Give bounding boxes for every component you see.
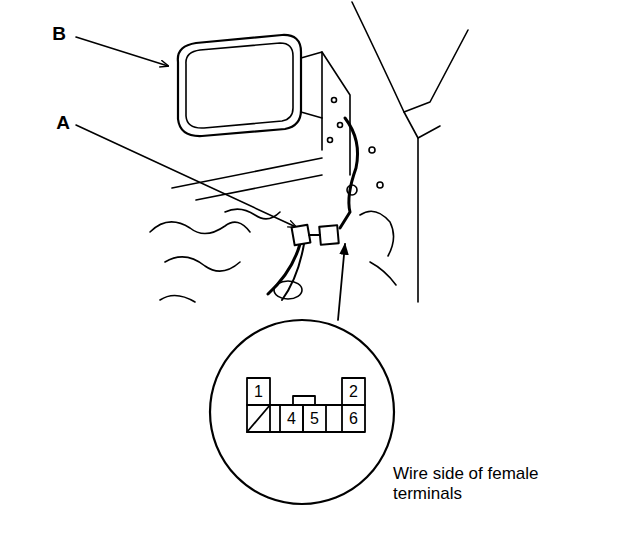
panel-contour [150, 222, 250, 234]
inset-pointer [338, 244, 345, 320]
pin-number: 1 [247, 381, 270, 402]
pin-cell [247, 378, 270, 405]
pin-number: 6 [342, 408, 365, 429]
label-holder: 2 [342, 381, 365, 402]
pin-cell [303, 405, 326, 432]
label-holder: B [44, 22, 74, 46]
panel-contour [360, 211, 394, 256]
wire-harness [340, 118, 358, 228]
label-holder: 5 [303, 408, 326, 429]
door-belt-line [196, 175, 322, 200]
part-letter: A [48, 111, 78, 135]
connector-latch [293, 396, 315, 405]
connector-male [292, 225, 311, 246]
connector-joint [309, 234, 320, 236]
mounting-hole [328, 138, 333, 143]
view-note: Wire side of female terminals [393, 464, 598, 505]
panel-contour [370, 262, 396, 285]
pin-cell [280, 405, 303, 432]
pin-number: 5 [303, 408, 326, 429]
door-belt-line [172, 158, 322, 188]
grommet [274, 281, 302, 299]
mounting-hole [369, 147, 375, 153]
label-holder: Wire side of female terminals [393, 464, 598, 505]
connector-female [319, 225, 339, 245]
wire-harness [282, 244, 304, 300]
mirror-housing [178, 35, 301, 136]
panel-contour [160, 295, 195, 302]
empty-pin-slash [247, 405, 270, 432]
mounting-hole [338, 123, 343, 128]
door-frame [352, 2, 418, 302]
panel-contour [225, 209, 280, 219]
mirror-base [301, 52, 322, 150]
pin-number: 4 [280, 408, 303, 429]
leader-line [76, 125, 296, 227]
door-panel [322, 52, 350, 175]
pin-cell [342, 378, 365, 405]
part-letter: B [44, 22, 74, 46]
label-holder: 6 [342, 408, 365, 429]
mounting-hole [332, 98, 337, 103]
mirror-glass [186, 43, 293, 128]
label-holder: 4 [280, 408, 303, 429]
panel-contour [165, 257, 240, 271]
leader-line [76, 37, 168, 66]
pin-cell [247, 405, 270, 432]
inset-circle [210, 320, 394, 504]
door-frame [418, 126, 440, 138]
connector-outline [270, 405, 342, 432]
mirror-base [301, 112, 322, 118]
door-frame [404, 30, 468, 112]
mounting-hole [377, 182, 383, 188]
wire-harness [268, 244, 300, 294]
harness-clip [347, 185, 357, 195]
label-holder: 1 [247, 381, 270, 402]
pin-cell [342, 405, 365, 432]
label-holder: A [48, 111, 78, 135]
pin-number: 2 [342, 381, 365, 402]
